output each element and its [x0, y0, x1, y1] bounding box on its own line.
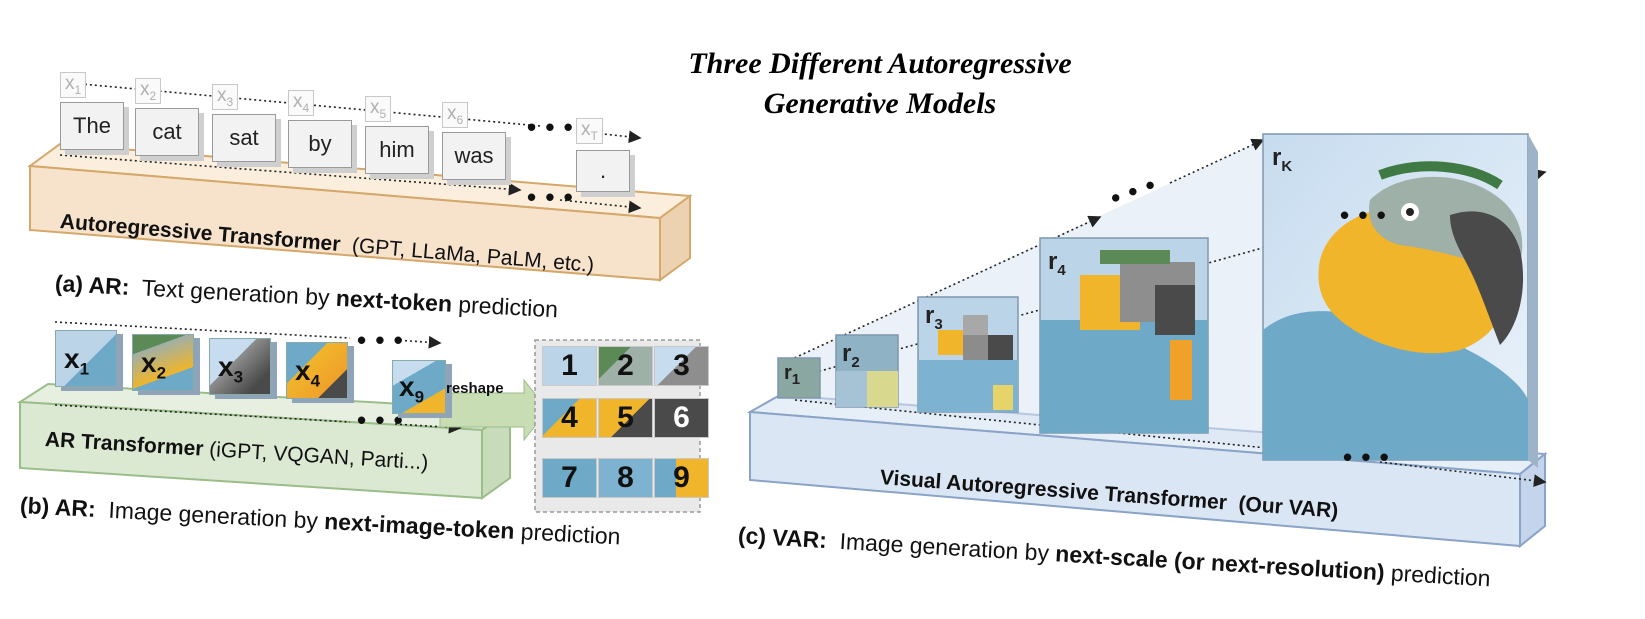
panel-a-caption-prefix: (a) AR:: [54, 270, 131, 300]
scale-label-r4: r4: [1048, 248, 1066, 279]
image-token-x4-label: x4: [295, 355, 321, 391]
grid-cell-6: 6: [654, 398, 709, 438]
panel-b-caption-prefix: (b) AR:: [19, 492, 97, 522]
token-label-x4: x4: [288, 90, 315, 116]
scale-r4-image: [1039, 237, 1209, 434]
panel-c-ellipsis-bottom: • • •: [1343, 442, 1390, 472]
grid-cell-9: 9: [654, 458, 709, 498]
image-token-x1-label: x1: [64, 343, 90, 379]
reshape-label: reshape: [446, 380, 504, 397]
image-token-x2: x2: [132, 334, 194, 391]
scale-label-r1: r1: [784, 362, 801, 388]
panel-a-caption-bold: next-token: [335, 284, 453, 317]
token-label-x6: x6: [442, 102, 469, 128]
scale-rK-image: [1262, 133, 1538, 468]
panel-a-caption-suffix: prediction: [457, 291, 559, 323]
token-sat: sat: [212, 114, 276, 162]
image-token-x4: x4: [286, 342, 348, 399]
token-label-x5: x5: [365, 96, 392, 122]
panel-a-transformer-box: [27, 142, 693, 282]
panel-c-ellipsis-middle: • • •: [1340, 200, 1387, 230]
token-label-x1: x1: [60, 72, 87, 98]
scale-r1-image: [777, 357, 821, 399]
token-was: was: [442, 132, 506, 180]
title-line-1: Three Different Autoregressive: [688, 47, 1072, 80]
title-line-2: Generative Models: [763, 87, 997, 120]
image-token-x9-label: x9: [399, 371, 425, 407]
image-token-x3-label: x3: [218, 351, 244, 387]
token-by: by: [288, 120, 352, 168]
grid-cell-1: 1: [542, 346, 597, 386]
scale-label-rK: rK: [1272, 144, 1293, 175]
token-period: .: [576, 150, 630, 192]
image-token-x1: x1: [55, 330, 117, 387]
grid-cell-5: 5: [598, 398, 653, 438]
panel-b-transformer-box: [16, 382, 513, 500]
token-the: The: [60, 102, 124, 150]
scale-label-r3: r3: [925, 302, 943, 333]
figure-title: Three Different Autoregressive Generativ…: [640, 44, 1120, 124]
panel-b-arrows: [54, 321, 462, 434]
panel-b-ellipsis-top: • • •: [357, 325, 404, 355]
image-token-x9: x9: [392, 360, 446, 414]
scale-r2-image: [835, 334, 899, 408]
token-label-xT: xT: [576, 118, 603, 144]
panel-c-caption-suffix: prediction: [1390, 559, 1492, 592]
token-cat: cat: [135, 108, 199, 156]
grid-cell-7: 7: [542, 458, 597, 498]
token-him: him: [365, 126, 429, 174]
panel-a-ellipsis-top: • • •: [527, 112, 574, 142]
grid-cell-8: 8: [598, 458, 653, 498]
panel-b-caption-suffix: prediction: [520, 518, 622, 550]
grid-cell-2: 2: [598, 346, 653, 386]
token-label-x3: x3: [212, 84, 239, 110]
grid-cell-4: 4: [542, 398, 597, 438]
scale-r3-image: [917, 296, 1019, 413]
image-token-x3: x3: [209, 338, 271, 395]
image-token-x2-label: x2: [141, 347, 167, 383]
panel-c-caption-prefix: (c) VAR:: [737, 522, 828, 554]
token-label-x2: x2: [135, 78, 162, 104]
grid-cell-3: 3: [654, 346, 709, 386]
panel-a-ellipsis-bottom: • • •: [527, 182, 574, 212]
scale-label-r2: r2: [842, 340, 860, 371]
